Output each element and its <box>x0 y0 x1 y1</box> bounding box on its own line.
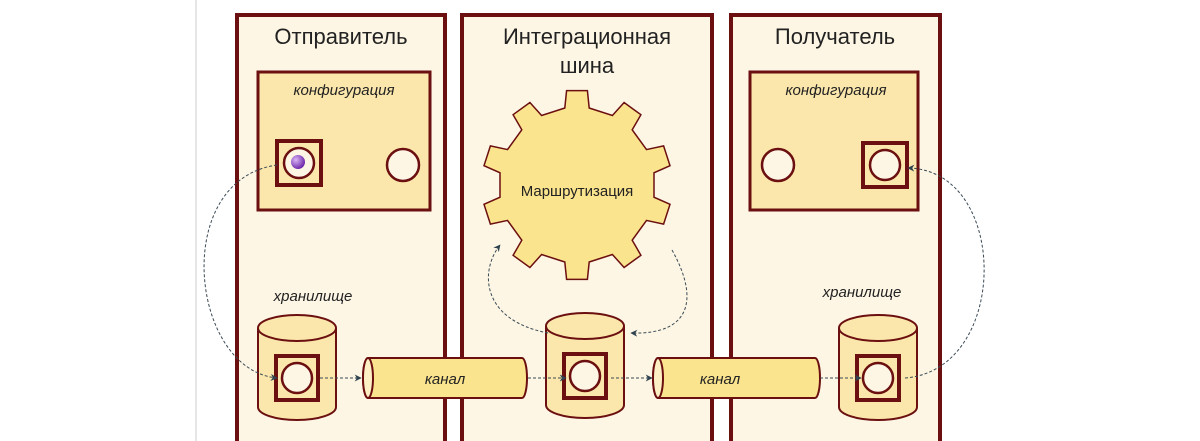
sender-port <box>385 147 421 183</box>
receiver-storage-cylinder <box>838 314 918 421</box>
sender-title: Отправитель <box>274 24 407 49</box>
channel-1-label: канал <box>425 371 466 388</box>
routing-label: Маршрутизация <box>521 183 634 200</box>
receiver-config-label: конфигурация <box>785 82 886 99</box>
sender-panel: Отправитель конфигурация хранилище <box>235 13 447 441</box>
receiver-storage-label: хранилище <box>822 284 902 301</box>
sender-storage-label: хранилище <box>273 288 353 305</box>
bus-title-line2: шина <box>560 53 615 78</box>
channel-2: канал <box>652 357 821 399</box>
bus-storage-cylinder <box>545 312 625 419</box>
message-flow-arrows <box>203 164 985 382</box>
message-icon <box>291 155 305 169</box>
routing-gear-icon <box>483 89 671 281</box>
sender-config-label: конфигурация <box>293 82 394 99</box>
sender-storage-cylinder <box>257 314 337 421</box>
channel-1: канал <box>362 357 528 399</box>
receiver-port <box>760 147 796 183</box>
receiver-title: Получатель <box>775 24 895 49</box>
bus-title-line1: Интеграционная <box>503 24 671 49</box>
channel-2-label: канал <box>700 371 741 388</box>
